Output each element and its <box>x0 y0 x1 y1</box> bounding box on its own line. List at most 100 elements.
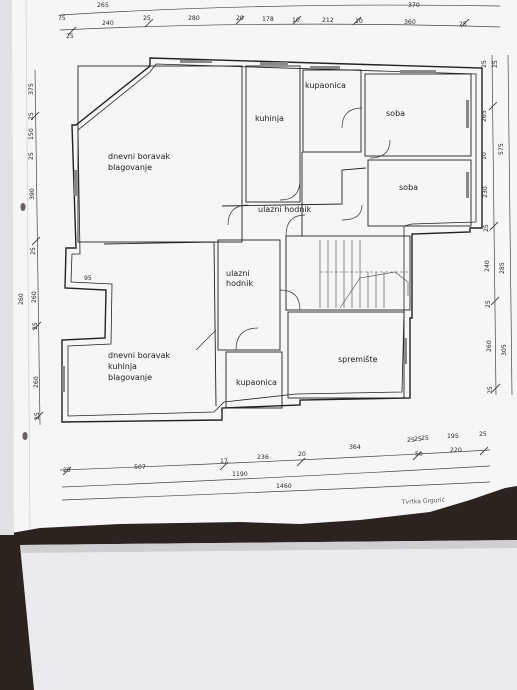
living-top-walls <box>77 65 243 243</box>
door-swing <box>341 107 363 129</box>
top-dim-line-2 <box>59 23 501 31</box>
tick <box>491 383 501 393</box>
window <box>180 60 212 63</box>
bottom-dim-line-2 <box>61 465 491 488</box>
tick <box>488 101 498 111</box>
door-swings <box>195 107 391 351</box>
dim-bottom-25c: 25 <box>414 436 422 443</box>
dim-top-360: 360 <box>404 19 416 26</box>
right-dim-line-2 <box>507 54 513 396</box>
dim-bottom-220: 220 <box>450 447 462 454</box>
room-label-hall-top: ulazni hodnik <box>258 205 312 214</box>
dim-bottom-1460: 1460 <box>276 483 292 490</box>
tick <box>144 18 154 28</box>
tick <box>292 15 302 25</box>
dim-bottom-25d: 25 <box>421 435 429 442</box>
dim-left-25c: 25 <box>30 247 37 255</box>
dimension-lines <box>34 4 513 501</box>
dim-top-75: 75 <box>58 15 66 22</box>
dim-left-95: 95 <box>84 275 92 282</box>
dim-bottom-20: 20 <box>298 451 306 458</box>
dim-left-260c: 260 <box>33 376 40 388</box>
margin-line <box>25 0 31 531</box>
room-1-walls <box>364 73 472 157</box>
binder-margin <box>0 0 14 535</box>
window <box>404 338 407 364</box>
dim-right-25a: 25 <box>492 60 499 68</box>
tick <box>489 221 499 231</box>
tick <box>30 111 40 121</box>
window <box>466 172 469 198</box>
bathroom-bottom-walls <box>225 351 283 409</box>
tick <box>32 321 42 331</box>
tick <box>490 296 500 306</box>
dim-top-10b: 10 <box>355 18 363 25</box>
dim-left-25d: 25 <box>32 322 39 330</box>
room-label-room-2: soba <box>399 183 418 192</box>
dim-top-280: 280 <box>188 15 200 22</box>
dim-top-265: 265 <box>97 2 109 9</box>
top-dim-line-1 <box>59 4 501 16</box>
footer-company-name: Tvrtka Grgurić <box>401 497 445 506</box>
tick-marks <box>30 15 501 476</box>
door-swing <box>227 204 249 226</box>
tick <box>235 15 245 25</box>
dim-bottom-25a: 25 <box>63 467 71 474</box>
dim-left-390: 390 <box>29 188 36 200</box>
dim-top-25: 25 <box>143 15 151 22</box>
dim-left-25e: 25 <box>34 412 41 420</box>
dim-bottom-1190: 1190 <box>232 471 248 478</box>
room-label-kitchen: kuhinja <box>255 114 284 123</box>
window <box>310 66 340 69</box>
dim-left-25a: 25 <box>28 112 35 120</box>
windows <box>62 60 469 392</box>
dim-right-260: 260 <box>486 340 493 352</box>
dim-left-375: 375 <box>28 83 35 95</box>
dim-left-150: 150 <box>28 128 35 140</box>
punch-hole-2 <box>22 432 28 440</box>
right-dimensions: 25 25 265 10 230 575 25 240 285 25 260 3… <box>481 60 508 394</box>
room-2-walls <box>367 159 472 227</box>
dim-top-25c: 25 <box>66 33 74 40</box>
tick <box>31 236 41 246</box>
dim-right-305: 305 <box>501 344 508 356</box>
room-label-living-top-1: dnevni boravak <box>108 152 170 161</box>
dim-bottom-236: 236 <box>257 454 269 461</box>
dim-right-285: 285 <box>499 262 506 274</box>
room-label-storage: spremište <box>338 354 378 364</box>
living-bottom-walls <box>103 241 217 407</box>
dim-bottom-25b: 25 <box>407 437 415 444</box>
right-dim-line-1 <box>491 54 497 396</box>
dim-right-240: 240 <box>484 260 491 272</box>
lower-paper-sheet <box>20 540 517 690</box>
dim-right-230: 230 <box>482 186 489 198</box>
room-label-hall-bottom-1: ulazni <box>226 269 250 278</box>
dim-right-25d: 25 <box>485 300 492 308</box>
dim-left-25b: 25 <box>28 152 35 160</box>
punch-hole-1 <box>20 203 26 211</box>
tick <box>62 466 72 476</box>
plan-paper-sheet <box>0 0 517 535</box>
dim-bottom-25e: 25 <box>479 431 487 438</box>
tick <box>479 446 489 456</box>
dim-right-575: 575 <box>498 143 505 155</box>
room-label-living-bottom-1: dnevni boravak <box>108 351 170 360</box>
left-dimensions: 375 25 150 25 390 95 25 260 260 25 260 2… <box>18 83 92 420</box>
tick <box>296 457 306 467</box>
window <box>400 70 436 73</box>
left-dim-line <box>34 69 41 426</box>
dim-top-212: 212 <box>322 17 334 24</box>
room-label-room-1: soba <box>386 109 405 118</box>
bottom-dim-line-3 <box>61 481 491 501</box>
dim-top-370: 370 <box>408 2 420 9</box>
dim-bottom-17: 17 <box>220 458 228 465</box>
dim-right-10: 10 <box>481 152 488 160</box>
door-swing <box>235 327 259 351</box>
door-swing <box>279 179 301 201</box>
dim-bottom-195: 195 <box>447 433 459 440</box>
dim-top-25b: 25 <box>459 21 467 28</box>
door-swing <box>341 204 363 221</box>
dim-bottom-50: 50 <box>415 451 423 458</box>
door-swing <box>195 329 217 351</box>
dim-top-240: 240 <box>102 20 114 27</box>
